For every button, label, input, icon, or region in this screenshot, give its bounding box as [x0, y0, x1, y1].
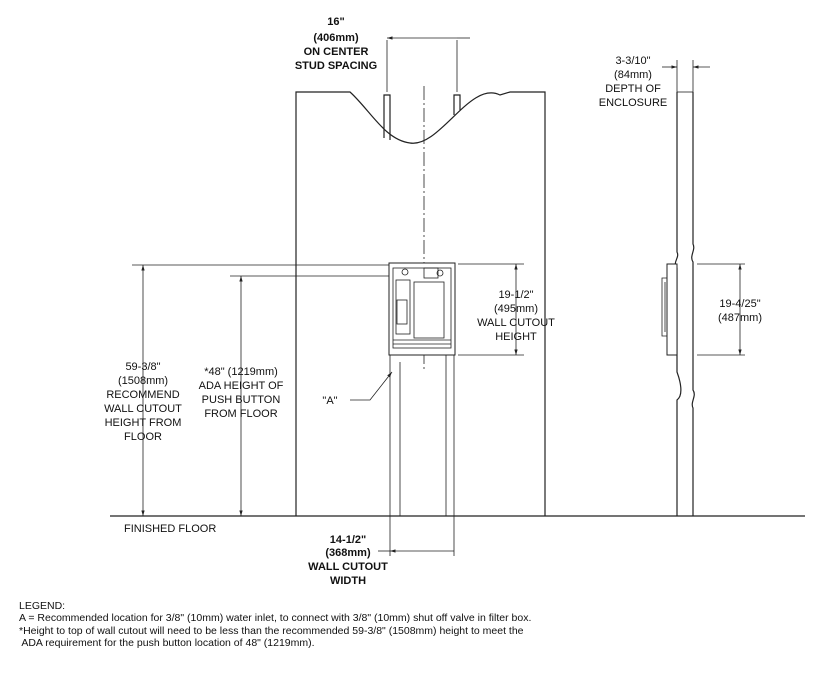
finished-floor-label: FINISHED FLOOR [124, 523, 216, 535]
stud-spacing-line2: STUD SPACING [295, 60, 377, 72]
right-stud [453, 94, 461, 115]
depth-imperial: 3-3/10" [615, 55, 650, 67]
recommend-height-line2: WALL CUTOUT [104, 403, 182, 415]
side-height-imperial: 19-4/25" [719, 298, 760, 310]
recommend-height-line3: HEIGHT FROM [105, 417, 182, 429]
ada-height-line2: ADA HEIGHT OF [199, 380, 284, 392]
cutout-height-imperial: 19-1/2" [498, 289, 533, 301]
stud-spacing-line1: ON CENTER [304, 46, 369, 58]
wall-cavity-lower [389, 355, 455, 516]
left-stud [383, 94, 391, 140]
cutout-width-metric: (368mm) [325, 547, 371, 559]
stud-spacing-imperial: 16" [327, 16, 344, 28]
ada-height-line4: FROM FLOOR [204, 408, 277, 420]
side-enclosure [661, 263, 678, 356]
depth-line1: DEPTH OF [605, 83, 661, 95]
recommend-height-metric: (1508mm) [118, 375, 168, 387]
stud-spacing-metric: (406mm) [313, 32, 359, 44]
legend-line-a: A = Recommended location for 3/8" (10mm)… [19, 612, 532, 625]
cutout-width-line1: WALL CUTOUT [308, 561, 388, 573]
cutout-height-metric: (495mm) [494, 303, 538, 315]
depth-metric: (84mm) [614, 69, 652, 81]
side-height-metric: (487mm) [718, 312, 762, 324]
depth-line2: ENCLOSURE [599, 97, 667, 109]
cutout-width-imperial: 14-1/2" [330, 534, 366, 546]
ada-height-line3: PUSH BUTTON [202, 394, 281, 406]
legend-note-line1: *Height to top of wall cutout will need … [19, 624, 524, 637]
recommend-height-line1: RECOMMEND [106, 389, 179, 401]
legend-title: LEGEND: [19, 600, 66, 612]
installation-drawing: 16" (406mm) ON CENTER STUD SPACING 19-1/… [104, 16, 805, 587]
cutout-width-line2: WIDTH [330, 575, 366, 587]
wall-outline [295, 91, 546, 516]
bottle-filler-unit [388, 262, 456, 356]
side-wall-section [674, 92, 695, 516]
recommend-height-line4: FLOOR [124, 431, 162, 443]
inlet-marker-a: "A" [322, 395, 337, 407]
legend-note-line2: ADA requirement for the push button loca… [19, 636, 315, 649]
front-view: 16" (406mm) ON CENTER STUD SPACING 19-1/… [104, 16, 805, 587]
side-view: 3-3/10" (84mm) DEPTH OF ENCLOSURE 19-4/2… [599, 55, 762, 516]
recommend-height-imperial: 59-3/8" [125, 361, 160, 373]
cutout-height-line2: HEIGHT [495, 331, 537, 343]
legend: LEGEND: A = Recommended location for 3/8… [19, 600, 531, 649]
cutout-height-line1: WALL CUTOUT [477, 317, 555, 329]
ada-height-line1: *48" (1219mm) [204, 366, 278, 378]
